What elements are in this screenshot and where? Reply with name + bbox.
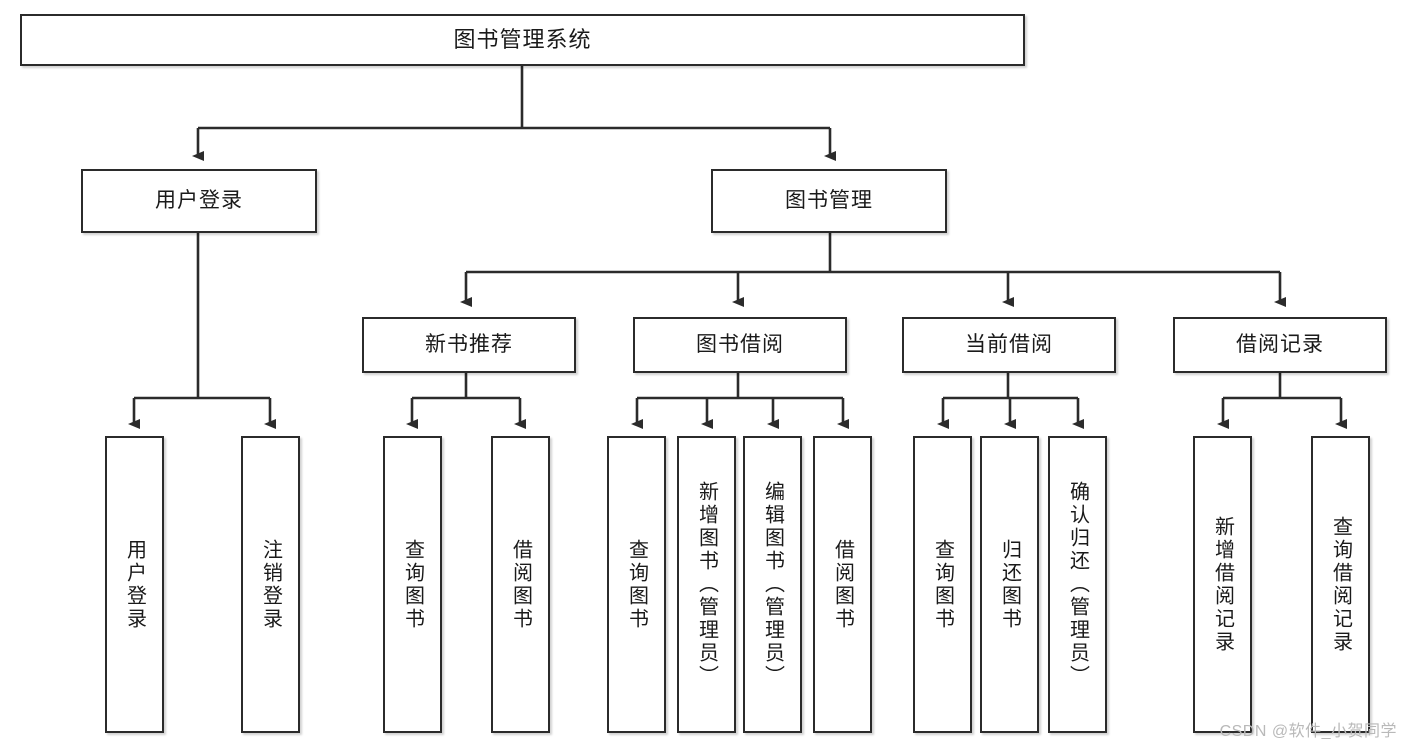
leaf-query-book-borrow[interactable]: 查询图书 xyxy=(607,436,666,733)
node-label: 借阅记录 xyxy=(1236,333,1324,357)
watermark: CSDN @软件_小贺同学 xyxy=(1219,723,1397,740)
node-label: 归还图书 xyxy=(998,538,1021,631)
node-book-borrow[interactable]: 图书借阅 xyxy=(633,317,847,373)
leaf-query-borrow-record[interactable]: 查询借阅记录 xyxy=(1311,436,1370,733)
node-label: 新增图书（管理员） xyxy=(695,481,718,688)
node-current-borrow[interactable]: 当前借阅 xyxy=(902,317,1116,373)
leaf-borrow-book-recommend[interactable]: 借阅图书 xyxy=(491,436,550,733)
leaf-query-book-recommend[interactable]: 查询图书 xyxy=(383,436,442,733)
node-label: 新书推荐 xyxy=(425,333,513,357)
node-label: 查询图书 xyxy=(625,538,648,631)
node-label: 编辑图书（管理员） xyxy=(761,481,784,688)
node-label: 确认归还（管理员） xyxy=(1066,481,1089,688)
node-label: 用户登录 xyxy=(123,538,146,631)
leaf-confirm-return-admin[interactable]: 确认归还（管理员） xyxy=(1048,436,1107,733)
leaf-add-borrow-record[interactable]: 新增借阅记录 xyxy=(1193,436,1252,733)
node-label: 图书借阅 xyxy=(696,333,784,357)
node-label: 注销登录 xyxy=(259,538,282,631)
node-label: 借阅图书 xyxy=(831,538,854,631)
leaf-return-book[interactable]: 归还图书 xyxy=(980,436,1039,733)
node-label: 图书管理 xyxy=(785,189,873,213)
leaf-user-login[interactable]: 用户登录 xyxy=(105,436,164,733)
node-label: 借阅图书 xyxy=(509,538,532,631)
leaf-user-logout[interactable]: 注销登录 xyxy=(241,436,300,733)
node-borrow-record[interactable]: 借阅记录 xyxy=(1173,317,1387,373)
node-label: 图书管理系统 xyxy=(453,26,592,52)
node-label: 当前借阅 xyxy=(965,333,1053,357)
node-root-book-management-system[interactable]: 图书管理系统 xyxy=(20,14,1025,66)
node-label: 新增借阅记录 xyxy=(1211,515,1234,654)
leaf-add-book-admin[interactable]: 新增图书（管理员） xyxy=(677,436,736,733)
leaf-edit-book-admin[interactable]: 编辑图书（管理员） xyxy=(743,436,802,733)
node-user-login[interactable]: 用户登录 xyxy=(81,169,317,233)
node-label: 查询图书 xyxy=(931,538,954,631)
node-label: 查询图书 xyxy=(401,538,424,631)
node-label: 用户登录 xyxy=(155,189,243,213)
leaf-borrow-book[interactable]: 借阅图书 xyxy=(813,436,872,733)
node-book-management[interactable]: 图书管理 xyxy=(711,169,947,233)
node-label: 查询借阅记录 xyxy=(1329,515,1352,654)
leaf-query-book-current[interactable]: 查询图书 xyxy=(913,436,972,733)
node-new-book-recommend[interactable]: 新书推荐 xyxy=(362,317,576,373)
